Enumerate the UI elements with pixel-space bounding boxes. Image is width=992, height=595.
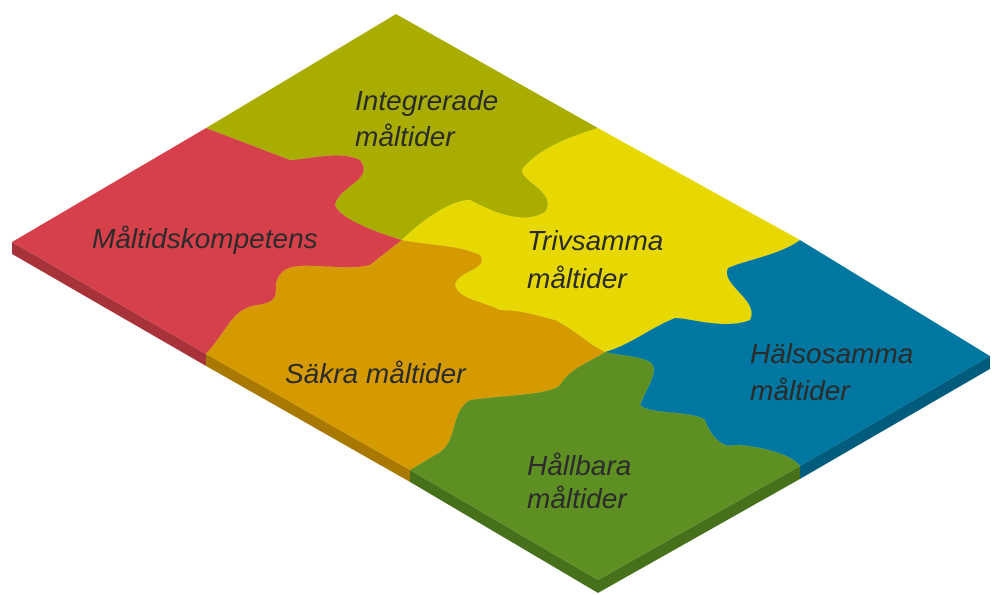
piece-maltidskompetens bbox=[12, 128, 402, 354]
label-trivsamma-line1: Trivsamma bbox=[527, 225, 663, 256]
board-edge-right-blue bbox=[800, 356, 990, 479]
label-hallbara-line2: måltider bbox=[527, 483, 628, 514]
label-maltidskompetens: Måltidskompetens bbox=[92, 223, 318, 254]
piece-hallbara bbox=[410, 352, 800, 580]
label-integrerade-line1: Integrerade bbox=[355, 85, 498, 116]
board-edge-left-orange bbox=[206, 354, 410, 482]
piece-sakra bbox=[206, 240, 605, 470]
piece-trivsamma bbox=[402, 128, 800, 352]
label-sakra: Säkra måltider bbox=[285, 358, 467, 389]
label-trivsamma-line2: måltider bbox=[527, 263, 628, 294]
label-hallbara-line1: Hållbara bbox=[527, 450, 631, 481]
piece-integrerade bbox=[206, 14, 598, 240]
label-integrerade-line2: måltider bbox=[355, 121, 456, 152]
board-edge-left-red bbox=[12, 242, 206, 366]
board-edge-front-green bbox=[410, 470, 598, 593]
piece-halsosamma bbox=[605, 240, 990, 466]
label-halsosamma-line2: måltider bbox=[750, 375, 851, 406]
board-edge-right-green bbox=[598, 466, 800, 593]
label-halsosamma-line1: Hälsosamma bbox=[750, 338, 913, 369]
